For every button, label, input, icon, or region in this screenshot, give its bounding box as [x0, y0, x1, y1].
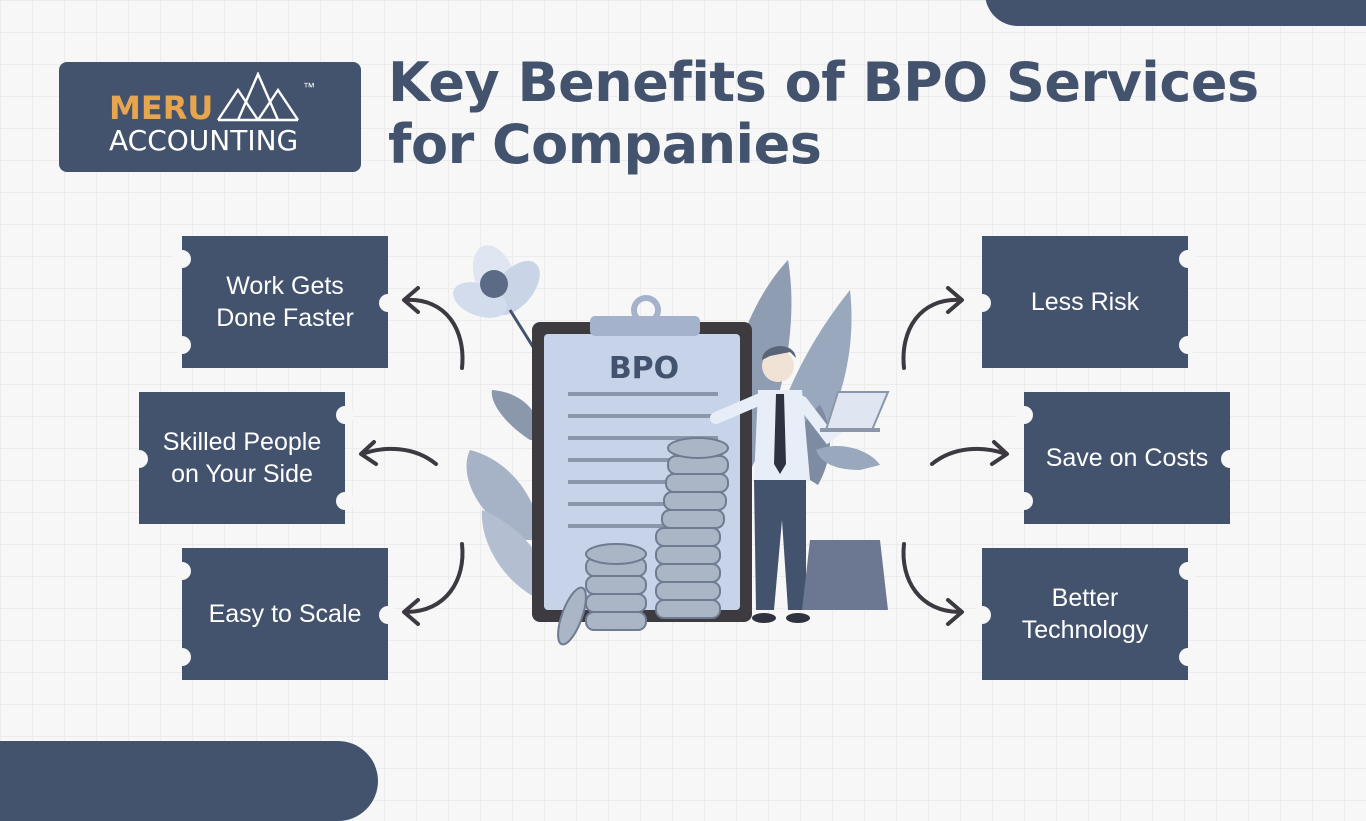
benefit-label: Better Technology	[1021, 584, 1149, 644]
card-notch	[173, 648, 191, 666]
benefit-card-better-tech: Better Technology	[973, 548, 1197, 680]
card-notch	[973, 294, 991, 312]
arrow-to-skilled-people-icon	[359, 440, 438, 466]
benefit-label: Less Risk	[1030, 288, 1140, 316]
laptop-icon	[820, 391, 890, 432]
flower-icon	[453, 245, 540, 351]
benefit-card-less-risk: Less Risk	[973, 236, 1197, 368]
card-notch	[1221, 450, 1239, 468]
card-notch	[173, 562, 191, 580]
arrow-to-easy-scale-icon	[402, 542, 465, 626]
plant-pot-icon	[802, 540, 888, 610]
decorative-corner-bottom	[0, 741, 378, 821]
card-notch	[173, 250, 191, 268]
benefit-card-easy-scale: Easy to Scale	[173, 548, 397, 680]
businessman-icon	[710, 346, 854, 623]
benefit-label: Work Gets Done Faster	[216, 272, 354, 332]
arrow-to-better-tech-icon	[901, 542, 964, 626]
logo-brand-line1: MERU	[109, 89, 214, 127]
card-notch	[336, 406, 354, 424]
benefit-label: Easy to Scale	[208, 600, 362, 628]
card-notch	[973, 606, 991, 624]
card-notch	[173, 336, 191, 354]
card-notch	[1015, 406, 1033, 424]
benefit-card-skilled-people: Skilled People on Your Side	[130, 392, 354, 524]
clipboard-label: BPO	[609, 351, 679, 386]
card-notch	[336, 492, 354, 510]
card-notch	[130, 450, 148, 468]
benefit-card-work-faster: Work Gets Done Faster	[173, 236, 397, 368]
card-notch	[1179, 336, 1197, 354]
arrow-to-save-costs-icon	[930, 440, 1009, 466]
card-notch	[1179, 562, 1197, 580]
card-notch	[1179, 250, 1197, 268]
brand-logo: MERU ™ ACCOUNTING	[59, 62, 361, 172]
mountain-logo-icon	[217, 72, 299, 122]
arrow-to-work-faster-icon	[402, 286, 465, 370]
bpo-illustration: BPO	[453, 245, 890, 646]
benefit-label: Skilled People on Your Side	[162, 428, 322, 488]
coin-stack-icon	[557, 437, 729, 646]
page-title: Key Benefits of BPO Services for Compani…	[388, 51, 1259, 176]
card-notch	[1015, 492, 1033, 510]
decorative-corner-top	[985, 0, 1366, 26]
logo-brand-line2: ACCOUNTING	[109, 124, 299, 157]
arrow-to-less-risk-icon	[901, 286, 964, 370]
benefit-label: Save on Costs	[1045, 444, 1209, 472]
card-notch	[1179, 648, 1197, 666]
trademark-symbol: ™	[303, 80, 315, 94]
card-notch	[379, 606, 397, 624]
card-notch	[379, 294, 397, 312]
benefit-card-save-costs: Save on Costs	[1015, 392, 1239, 524]
